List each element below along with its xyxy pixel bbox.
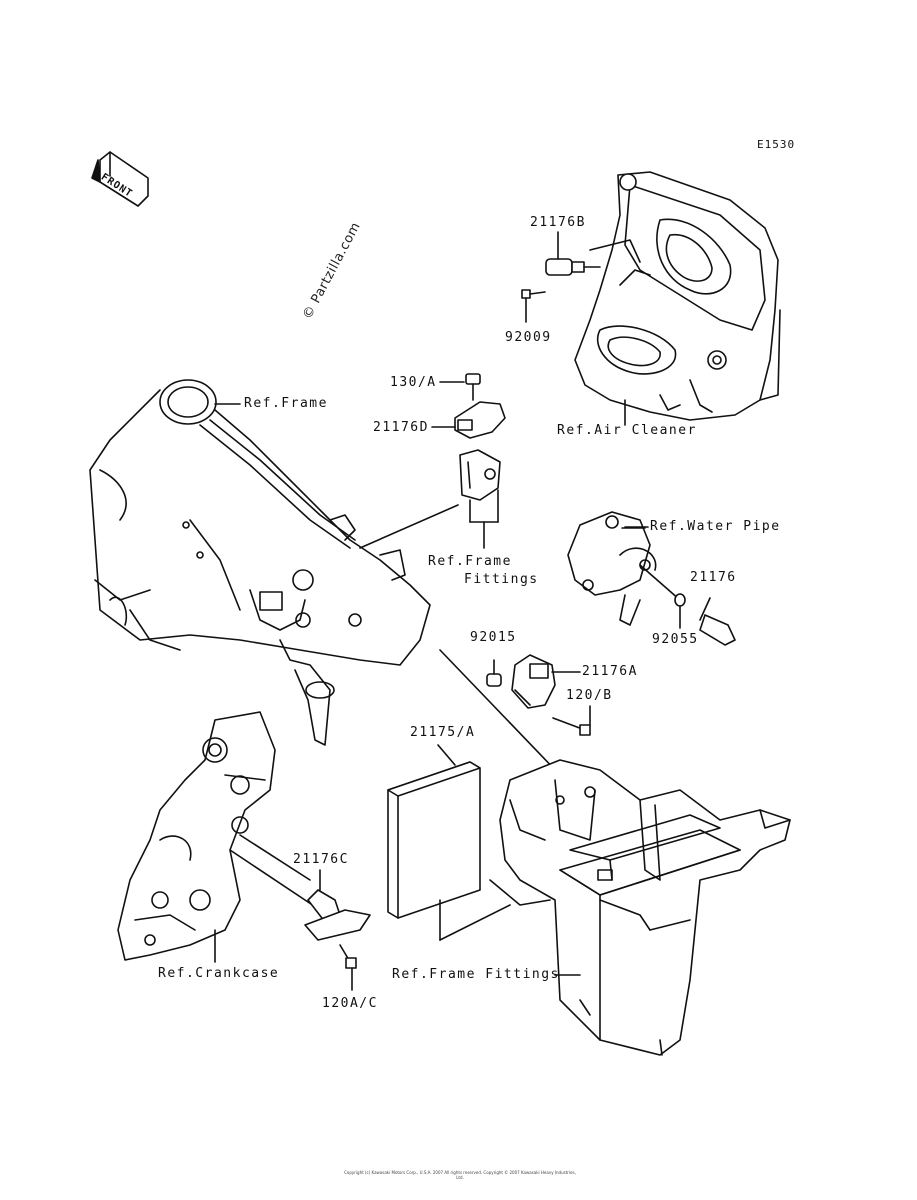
label-ref-frame-fittings-line2: Fittings (464, 572, 539, 587)
label-21176B: 21176B (530, 215, 586, 230)
sensor-21176B-drawing (545, 231, 601, 276)
label-ref-frame: Ref.Frame (244, 396, 328, 411)
label-ref-frame-fittings-line1: Ref.Frame (428, 554, 512, 569)
sensor-21176-drawing (699, 597, 736, 646)
label-21176A: 21176A (582, 664, 638, 679)
sensor-21176D-drawing (431, 401, 506, 439)
bolt-130A-drawing (439, 373, 481, 401)
label-21176D: 21176D (373, 420, 429, 435)
copyright-note: Copyright (c) Kawasaki Motors Corp., U.S… (344, 1170, 576, 1180)
leader-ref-frame-fittings-b (439, 904, 511, 941)
label-ref-crankcase: Ref.Crankcase (158, 966, 280, 981)
sensor-21176C-drawing (304, 869, 371, 941)
front-arrow-icon (91, 151, 149, 207)
sensor-21176A-drawing (511, 654, 581, 709)
label-130A: 130/A (390, 375, 437, 390)
label-21176C: 21176C (293, 852, 349, 867)
bolt-120AC-drawing (339, 944, 357, 991)
label-21175A: 21175/A (410, 725, 476, 740)
crankcase-drawing (117, 711, 321, 961)
air-cleaner-drawing (574, 171, 781, 421)
ecu-21175A-drawing (387, 744, 481, 919)
frame-drawing (89, 379, 431, 746)
battery-box-drawing (489, 759, 791, 1056)
label-92055: 92055 (652, 632, 699, 647)
bolt-120B-drawing (552, 705, 591, 736)
label-120AC: 120A/C (322, 996, 378, 1011)
leader-line-21176A (439, 649, 561, 776)
water-pipe-drawing (567, 511, 681, 626)
label-ref-frame-fittings-bottom: Ref.Frame Fittings (392, 967, 560, 982)
diagram-code: E1530 (757, 138, 796, 151)
washer-92055-drawing (674, 593, 686, 629)
label-120B: 120/B (566, 688, 613, 703)
frame-bracket-drawing (359, 449, 501, 549)
label-ref-water-pipe: Ref.Water Pipe (650, 519, 781, 534)
screw-92009-drawing (521, 289, 546, 323)
label-92015: 92015 (470, 630, 517, 645)
label-21176: 21176 (690, 570, 737, 585)
collar-92015-drawing (486, 659, 502, 687)
label-ref-air-cleaner: Ref.Air Cleaner (557, 423, 697, 438)
label-92009: 92009 (505, 330, 552, 345)
